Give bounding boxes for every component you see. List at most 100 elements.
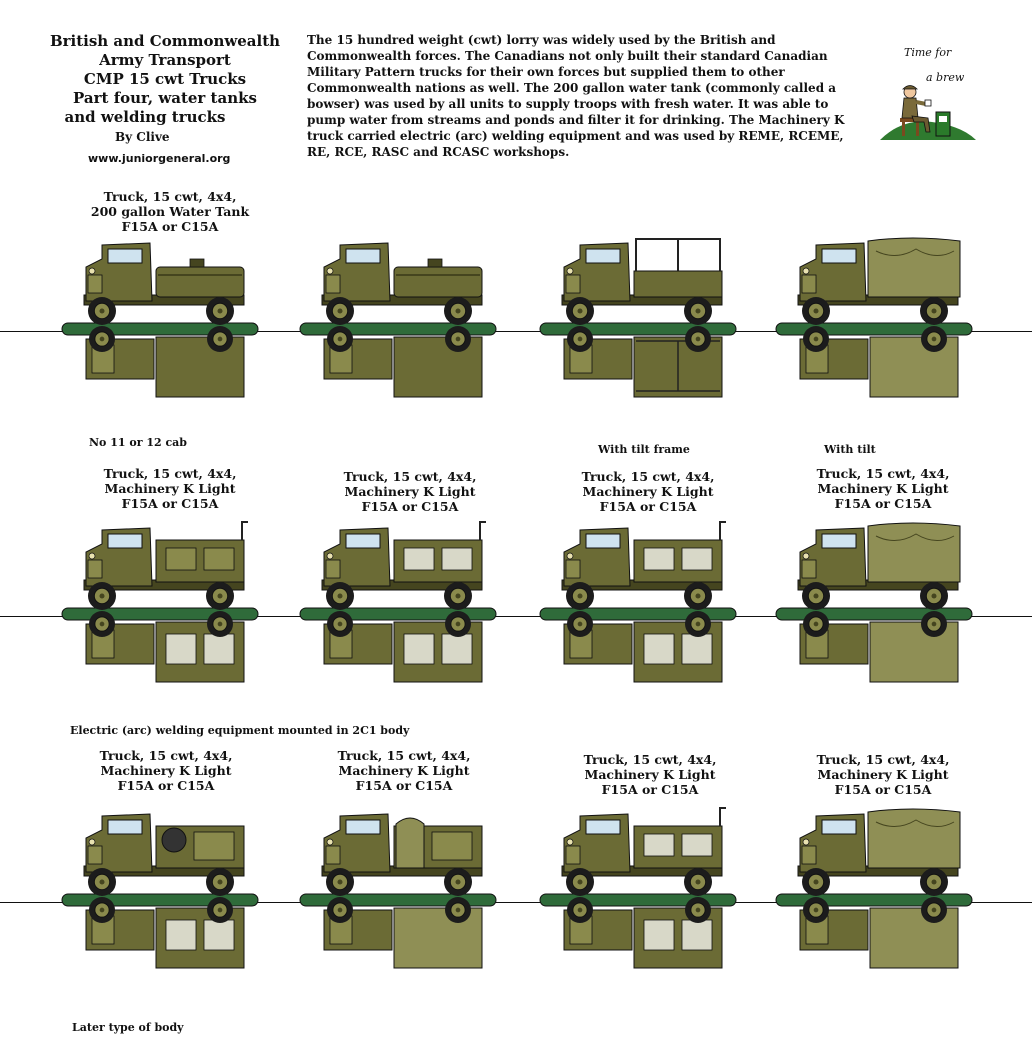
grille [325,274,341,294]
headlight [802,267,810,275]
tilt-folds [875,248,955,256]
truck-group [775,808,973,969]
wheel-cap [217,336,223,342]
headlight [326,838,334,846]
caption-r2c2: Truck, 15 cwt, 4x4, Machinery K Light F1… [343,469,477,514]
exhaust-pipe [719,521,726,540]
headlight [88,552,96,560]
wheel-cap [337,308,343,314]
caption-r2c3: Truck, 15 cwt, 4x4, Machinery K Light F1… [581,469,715,514]
wheel-cap [577,907,583,913]
body-top [393,336,483,398]
truck-drawing-frame [539,238,737,398]
wheel-cap [337,907,343,913]
wheel-cap [337,336,343,342]
caption-r1c1: Truck, 15 cwt, 4x4, 200 gallon Water Tan… [90,189,250,234]
wheel-cap [931,907,937,913]
grille [565,559,581,579]
welder-panel [403,547,435,571]
equipment-top [643,633,675,665]
intro-text: The 15 hundred weight (cwt) lorry was wi… [307,33,845,159]
equipment-top [681,633,713,665]
headlight [326,267,334,275]
wheel-cap [577,308,583,314]
truck-drawing-tilt [775,522,973,683]
grille [801,559,817,579]
truck-drawing-welder [61,521,259,683]
truck-drawing-tilt [775,237,973,398]
website-link[interactable]: www.juniorgeneral.org [88,152,231,165]
welder-panel [643,833,675,857]
wheel-cap [695,621,701,627]
wheel-cap [217,879,223,885]
exhaust-pipe [719,807,726,826]
wheel-cap [577,336,583,342]
cargo-body [633,270,723,298]
grille [565,274,581,294]
wheel-cap [813,593,819,599]
equipment-top [681,919,713,951]
cab-window [345,819,381,835]
cab-window [585,819,621,835]
cable-reel-icon [161,827,187,853]
title-block: British and Commonwealth Army Transport … [40,32,290,127]
caption-r2c1: Truck, 15 cwt, 4x4, Machinery K Light F1… [103,466,237,511]
truck-group [61,813,259,969]
wheel-cap [99,621,105,627]
water-tank [393,266,483,298]
grille [801,845,817,865]
note-r1c3: With tilt frame [598,443,690,456]
headlight [88,267,96,275]
wheel-cap [695,308,701,314]
body-top [869,907,959,969]
truck-drawing-reel-tarp [299,813,497,969]
cab-window [107,248,143,264]
truck-group [299,521,497,683]
water-tank [155,266,245,298]
truck-drawing-welder-open [539,521,737,683]
wheel-cap [99,907,105,913]
welder-panel [165,547,197,571]
exhaust-pipe [479,521,486,540]
wheel-cap [931,621,937,627]
wheel-cap [99,879,105,885]
mascot-label-2: a brew [926,71,965,84]
equipment-top [203,919,235,951]
truck-drawing-tank [61,242,259,398]
tarp-roll [395,817,425,869]
wheel-cap [695,593,701,599]
wheel-cap [695,879,701,885]
equipment-top [441,633,473,665]
wheel-cap [99,308,105,314]
cab-window [345,248,381,264]
ground-line-3 [0,902,1032,903]
truck-group [775,237,973,398]
welder-panel [203,547,235,571]
note-r2: Electric (arc) welding equipment mounted… [70,724,410,737]
cab-window [821,533,857,549]
cab-window [585,248,621,264]
grille [87,559,103,579]
truck-group [61,521,259,683]
byline: By Clive [115,130,170,144]
headlight [566,267,574,275]
truck-group [539,521,737,683]
wheel-cap [217,907,223,913]
truck-drawing-welder-open [539,807,737,969]
cab-window [345,533,381,549]
cab-window [107,533,143,549]
wheel-cap [695,907,701,913]
caption-r3c2: Truck, 15 cwt, 4x4, Machinery K Light F1… [337,748,471,793]
wheel-cap [813,336,819,342]
cab-window [107,819,143,835]
title-line-5: and welding trucks [64,108,226,126]
grille [325,559,341,579]
cab-window [585,533,621,549]
wheel-cap [217,621,223,627]
title-line-1: British and Commonwealth [49,32,281,50]
truck-group [539,238,737,398]
wheel-cap [455,336,461,342]
wheel-cap [455,879,461,885]
welder-panel [441,547,473,571]
ground-line-2 [0,616,1032,617]
